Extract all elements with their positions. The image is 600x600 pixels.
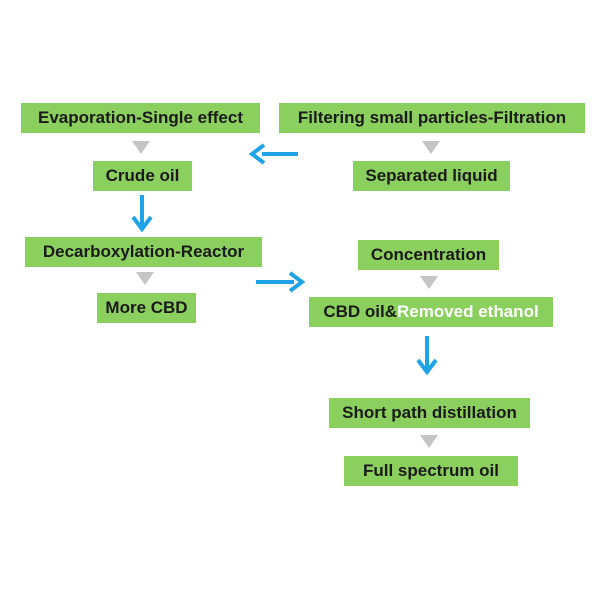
down-arrow-icon: [416, 336, 438, 376]
connector-triangle: [136, 272, 154, 285]
evaporation-box: Evaporation-Single effect: [21, 103, 260, 133]
evaporation-label: Evaporation-Single effect: [38, 108, 243, 127]
filtering-label: Filtering small particles-Filtration: [297, 108, 567, 127]
separated-liquid-label: Separated liquid: [365, 166, 498, 185]
short-path-label: Short path distillation: [342, 403, 517, 422]
decarboxylation-label: Decarboxylation-Reactor: [42, 242, 245, 261]
down-arrow-icon: [131, 195, 153, 233]
crude-oil-box: Crude oil: [93, 161, 192, 191]
removed-ethanol-label: Removed ethanol: [396, 302, 539, 321]
connector-triangle: [420, 276, 438, 289]
concentration-label: Concentration: [370, 245, 487, 264]
decarboxylation-box: Decarboxylation-Reactor: [25, 237, 262, 267]
connector-triangle: [132, 141, 150, 154]
cbd-oil-box: CBD oil&Removed ethanol: [309, 297, 553, 327]
filtering-box: Filtering small particles-Filtration: [279, 103, 585, 133]
full-spectrum-box: Full spectrum oil: [344, 456, 518, 486]
more-cbd-label: More CBD: [105, 298, 188, 317]
right-arrow-icon: [256, 271, 306, 293]
connector-triangle: [420, 435, 438, 448]
connector-triangle: [422, 141, 440, 154]
left-arrow-icon: [248, 143, 298, 165]
separated-liquid-box: Separated liquid: [353, 161, 510, 191]
short-path-box: Short path distillation: [329, 398, 530, 428]
concentration-box: Concentration: [358, 240, 499, 270]
cbd-oil-label: CBD oil&: [323, 302, 397, 321]
crude-oil-label: Crude oil: [105, 166, 180, 185]
full-spectrum-label: Full spectrum oil: [362, 461, 500, 480]
more-cbd-box: More CBD: [97, 293, 196, 323]
